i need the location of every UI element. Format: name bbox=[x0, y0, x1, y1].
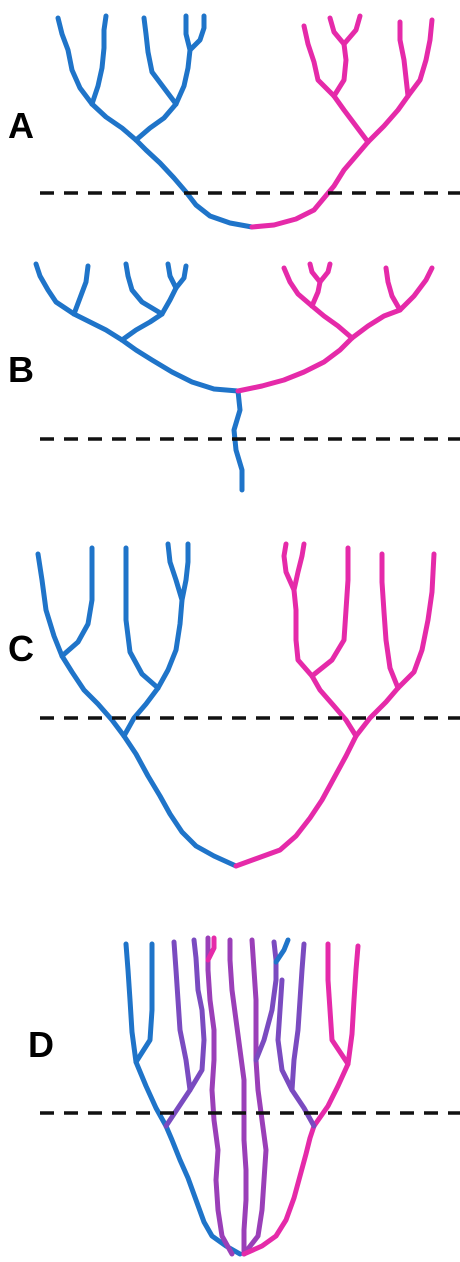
panel-d-blue-tip-right bbox=[273, 937, 291, 965]
panel-b-blue-right-leaf-1 bbox=[123, 261, 165, 317]
panel-b-blue-right-branch bbox=[119, 311, 165, 343]
panel-a-blue-right-subbranch bbox=[173, 47, 193, 107]
panel-d-pink-root bbox=[241, 1123, 317, 1257]
panel-c-blue-right-leaf-3 bbox=[179, 541, 191, 603]
panel-d-pink-outer-branch bbox=[311, 943, 361, 1129]
panel-b-tree bbox=[33, 261, 435, 493]
panel-a-blue-root bbox=[133, 137, 255, 230]
panel-b-pink-right-leaf-2 bbox=[397, 265, 435, 313]
panel-a-tree bbox=[55, 13, 435, 230]
panel-a-pink-right-leaf-1 bbox=[397, 19, 411, 99]
panel-b-pink-right-leaf-1 bbox=[383, 265, 403, 313]
panel-b-pink-left-leaf-3 bbox=[317, 261, 333, 285]
panel-d-pink-leaf-1 bbox=[325, 941, 351, 1067]
panel-b-pink-left-subbranch bbox=[309, 279, 323, 309]
panel-a-pink-right-branch bbox=[365, 93, 411, 145]
panel-d-center-strand-3 bbox=[241, 937, 269, 1257]
panel-b-pink-left-leaf-1 bbox=[281, 265, 315, 309]
panel-c-blue-right-branch bbox=[121, 685, 161, 739]
panel-d-label: D bbox=[28, 1024, 54, 1065]
panel-d-violet-strand-right bbox=[253, 939, 279, 1063]
panel-a-label: A bbox=[8, 105, 34, 146]
panel-c-label: C bbox=[8, 628, 34, 669]
panel-c-blue-right-subbranch bbox=[155, 597, 185, 691]
panel-c-blue-right-leaf-1 bbox=[123, 545, 161, 691]
panel-c-pink-left-leaf-2 bbox=[291, 541, 307, 593]
panel-b-blue-left-branch bbox=[71, 311, 125, 343]
panel-b-pink-right-branch bbox=[349, 307, 403, 341]
panel-b-blue-right-leaf-2 bbox=[165, 261, 179, 291]
panel-b-blue-right-leaf-3 bbox=[173, 263, 189, 291]
panel-a-blue-left-leaf-1 bbox=[55, 15, 95, 107]
panel-a-pink-root bbox=[249, 139, 371, 230]
panel-c-pink-left-branch bbox=[309, 673, 359, 739]
panel-d-blue-leaf-1 bbox=[133, 941, 155, 1065]
panel-b-blue-left-leaf-2 bbox=[71, 263, 91, 317]
panel-c-pink-right-leaf-2 bbox=[395, 551, 437, 691]
panel-c-tree bbox=[35, 541, 437, 869]
panel-d-center-strand-1 bbox=[205, 935, 235, 1257]
panel-a-pink-left-leaf-1 bbox=[301, 23, 337, 99]
panel-c-blue-left-leaf-1 bbox=[35, 551, 65, 659]
panel-b-blue-left-leaf-1 bbox=[33, 261, 77, 317]
panel-a-blue-right-leaf-1 bbox=[141, 15, 179, 107]
panel-b-blue-right-subbranch bbox=[159, 285, 179, 317]
panel-a-pink-left-leaf-3 bbox=[341, 13, 363, 47]
panel-d-violet-leaf-1 bbox=[187, 937, 207, 1093]
panel-b-pink-left-branch bbox=[309, 303, 355, 341]
panel-b-pink-root bbox=[235, 335, 355, 394]
panel-a-blue-right-leaf-2 bbox=[183, 13, 193, 53]
panel-a-pink-left-subbranch bbox=[331, 41, 349, 99]
panel-d-center-pink-tip bbox=[205, 935, 217, 963]
panel-c-pink-left-leaf-3 bbox=[309, 545, 351, 679]
panel-a-blue-right-branch bbox=[133, 101, 179, 143]
panel-a-blue-left-leaf-2 bbox=[89, 13, 109, 107]
panel-c-pink-right-leaf-1 bbox=[379, 551, 401, 691]
panel-c-pink-right-branch bbox=[353, 685, 401, 739]
panel-c-blue-left-leaf-2 bbox=[59, 545, 95, 659]
panel-d-violet-inner-branch bbox=[163, 939, 193, 1129]
panel-d-blue-root bbox=[163, 1123, 243, 1257]
panel-b-pink-left-leaf-2 bbox=[307, 261, 323, 285]
panel-a-pink-right-leaf-2 bbox=[405, 17, 435, 99]
panel-c-blue-root bbox=[121, 733, 239, 869]
panel-c-blue-right-leaf-2 bbox=[165, 541, 185, 603]
panel-c-blue-left-branch bbox=[59, 653, 127, 739]
panel-c-pink-root bbox=[233, 733, 359, 869]
panel-d-blue-outer-branch bbox=[123, 941, 169, 1129]
panel-b-label: B bbox=[8, 349, 34, 390]
panel-a-pink-left-branch bbox=[331, 93, 371, 145]
panel-c-pink-left-subbranch bbox=[281, 541, 297, 593]
panel-a-blue-left-branch bbox=[89, 101, 139, 143]
panel-a-blue-right-leaf-3 bbox=[187, 13, 207, 53]
panel-a-pink-left-leaf-2 bbox=[327, 15, 347, 47]
panel-d-tree bbox=[123, 935, 361, 1257]
panel-d-violet-inner-right bbox=[289, 941, 317, 1129]
panel-c-pink-left-leaf-1 bbox=[291, 587, 315, 679]
panel-d-violet-leaf-right bbox=[275, 977, 295, 1093]
panel-b-blue-root bbox=[119, 337, 241, 394]
panel-d-center-strand-2 bbox=[227, 937, 249, 1257]
